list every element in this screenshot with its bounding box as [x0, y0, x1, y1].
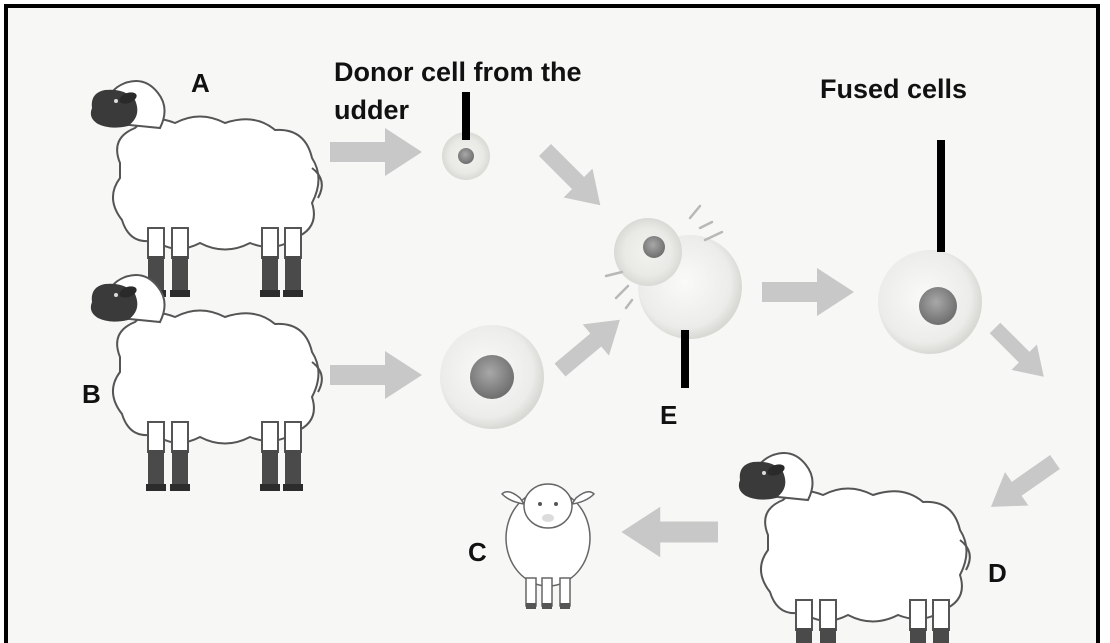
egg-cell: [440, 325, 544, 429]
label-d: D: [988, 560, 1007, 586]
donor-pointer-line: [462, 92, 470, 140]
arrow-a-to-donor: [330, 128, 422, 176]
arrow-fusion-to-fused: [762, 268, 854, 316]
arrow-into-d: [979, 445, 1066, 523]
label-c: C: [468, 539, 487, 565]
label-a: A: [191, 70, 210, 96]
sheep-a: [91, 81, 322, 297]
arrow-donor-to-fusion: [531, 136, 615, 220]
arrow-b-to-egg: [330, 351, 422, 399]
label-e: E: [660, 402, 677, 428]
sheep-b: [91, 275, 322, 491]
fused-cell: [878, 250, 982, 354]
fused-pointer-line: [937, 140, 945, 252]
label-donor-line2: udder: [334, 97, 409, 124]
fusion-cells-e: [606, 206, 742, 339]
sheep-d: [739, 453, 970, 643]
label-donor-line1: Donor cell from the: [334, 59, 582, 86]
arrow-d-to-c: [621, 507, 718, 557]
arrow-fused-to-d: [982, 315, 1056, 389]
label-fused-cells: Fused cells: [820, 76, 967, 103]
label-b: B: [82, 381, 101, 407]
arrow-egg-to-fusion: [547, 304, 633, 386]
e-pointer-line: [681, 330, 689, 388]
lamb-c: [502, 484, 594, 609]
